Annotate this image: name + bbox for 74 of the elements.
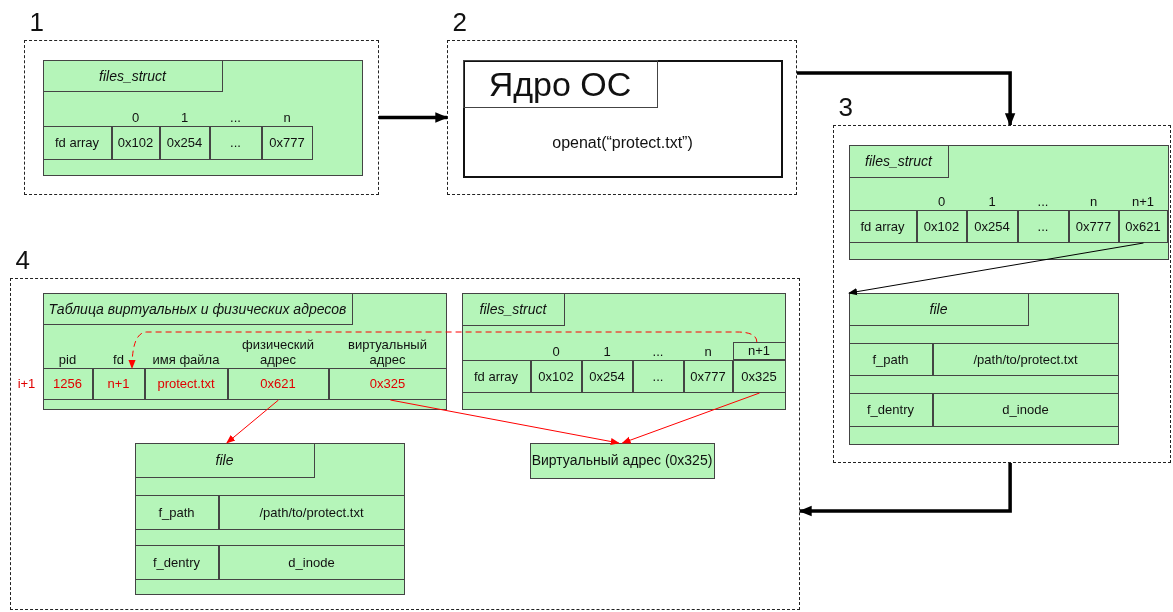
address-box: Виртуальный адрес (0x325) bbox=[529, 442, 715, 479]
column-header: n bbox=[282, 108, 292, 126]
table-cell: 0x254 bbox=[159, 125, 210, 160]
region-number: 2 bbox=[452, 5, 467, 38]
struct-box bbox=[42, 292, 447, 410]
table-cell: 0x325 bbox=[732, 359, 786, 393]
table-cell: 0x777 bbox=[261, 125, 313, 160]
table-cell: 0x254 bbox=[966, 209, 1018, 243]
table-cell: /path/to/protect.txt bbox=[932, 342, 1119, 376]
column-header: fd bbox=[112, 350, 125, 368]
struct-title: files_struct bbox=[848, 144, 949, 178]
table-cell: f_dentry bbox=[134, 544, 219, 580]
table-cell: 0x102 bbox=[530, 359, 582, 393]
table-cell: d_inode bbox=[932, 392, 1119, 427]
table-cell: 0x102 bbox=[916, 209, 967, 243]
table-cell: f_path bbox=[134, 494, 219, 530]
table-cell: ... bbox=[1017, 209, 1069, 243]
table-cell: /path/to/protect.txt bbox=[218, 494, 405, 530]
table-cell: fd array bbox=[848, 209, 917, 243]
table-cell: f_path bbox=[848, 342, 933, 376]
struct-title: files_struct bbox=[42, 59, 223, 92]
table-cell: n+1 bbox=[92, 367, 145, 400]
arrow bbox=[379, 112, 449, 123]
column-header: 0 bbox=[130, 108, 141, 126]
column-header: 1 bbox=[987, 192, 997, 210]
struct-box bbox=[461, 292, 786, 410]
table-cell: 1256 bbox=[42, 367, 93, 400]
arrow bbox=[128, 331, 758, 369]
table-cell: ... bbox=[209, 125, 262, 160]
table-cell: 0x621 bbox=[1118, 209, 1168, 243]
column-header: физический адрес bbox=[241, 335, 315, 368]
column-header: ... bbox=[229, 108, 242, 126]
column-header: 1 bbox=[179, 108, 190, 126]
table-cell: fd array bbox=[461, 359, 531, 393]
column-header: 0 bbox=[551, 342, 561, 360]
column-header: ... bbox=[651, 342, 665, 360]
column-header: имя файла bbox=[151, 350, 221, 368]
row-number: i+1 bbox=[16, 375, 37, 393]
table-cell: 0x777 bbox=[683, 359, 733, 393]
table-cell: 0x621 bbox=[227, 367, 329, 400]
struct-box bbox=[848, 292, 1119, 445]
column-header: 0 bbox=[936, 192, 947, 210]
table-cell: f_dentry bbox=[848, 392, 933, 427]
column-header: виртуальный адрес bbox=[347, 335, 428, 368]
struct-title: file bbox=[134, 442, 315, 478]
table-cell: d_inode bbox=[218, 544, 405, 580]
arrow bbox=[798, 463, 1012, 517]
table-cell: ... bbox=[632, 359, 684, 393]
struct-title: Таблица виртуальных и физических адресов bbox=[42, 292, 353, 325]
system-call-text: openat(“protect.txt”) bbox=[551, 133, 694, 153]
struct-box bbox=[42, 59, 363, 176]
region-number: 3 bbox=[838, 90, 853, 123]
table-cell: n+1 bbox=[732, 341, 786, 360]
column-header: n+1 bbox=[1130, 192, 1156, 210]
table-cell: 0x102 bbox=[111, 125, 160, 160]
column-header: 1 bbox=[602, 342, 612, 360]
kernel-heading: Ядро ОС bbox=[462, 59, 658, 108]
table-cell: 0x325 bbox=[328, 367, 447, 400]
table-cell: 0x254 bbox=[581, 359, 633, 393]
arrow bbox=[797, 71, 1016, 127]
struct-box bbox=[134, 442, 405, 595]
struct-box bbox=[848, 144, 1169, 260]
struct-title: file bbox=[848, 292, 1029, 326]
table-cell: protect.txt bbox=[144, 367, 228, 400]
column-header: ... bbox=[1036, 192, 1050, 210]
region-number: 1 bbox=[29, 5, 44, 38]
table-cell: 0x777 bbox=[1068, 209, 1119, 243]
column-header: pid bbox=[57, 350, 78, 368]
region-number: 4 bbox=[15, 243, 30, 276]
kernel-box bbox=[462, 59, 783, 178]
column-header: n bbox=[703, 342, 713, 360]
column-header: n bbox=[1088, 192, 1099, 210]
table-cell: fd array bbox=[42, 125, 112, 160]
struct-title: files_struct bbox=[461, 292, 565, 326]
